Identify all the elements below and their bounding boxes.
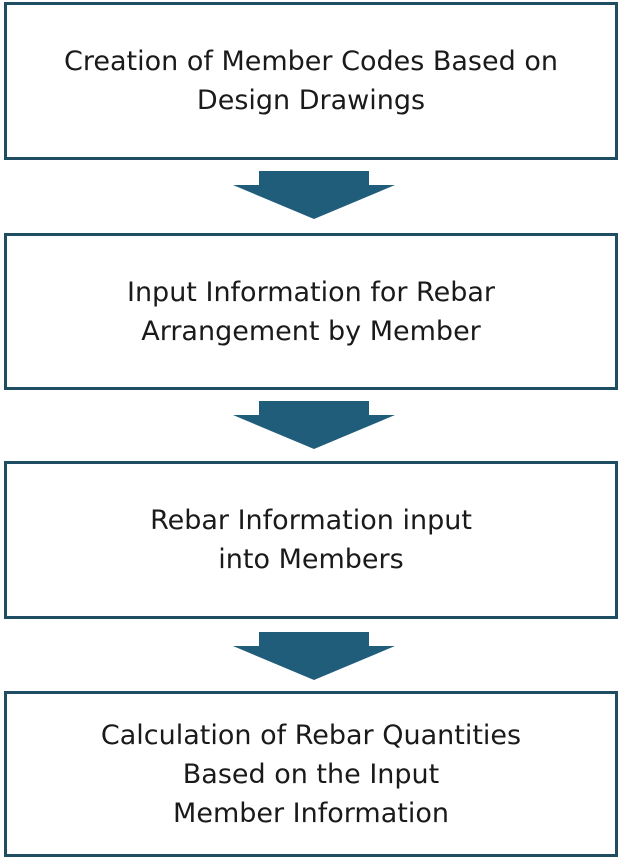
arrow-shape xyxy=(233,171,395,219)
step-4-text: Calculation of Rebar Quantities Based on… xyxy=(100,719,522,829)
down-arrow-icon xyxy=(233,632,395,680)
down-arrow-icon xyxy=(233,401,395,449)
step-box-2: Input Information for Rebar Arrangement … xyxy=(4,233,618,390)
step-1-text: Creation of Member Codes Based on Design… xyxy=(64,46,558,116)
step-box-3: Rebar Information input into Members xyxy=(4,461,618,619)
step-2-text: Input Information for Rebar Arrangement … xyxy=(126,276,496,347)
arrow-shape xyxy=(233,632,395,680)
arrow-shape xyxy=(233,401,395,449)
step-3-text: Rebar Information input into Members xyxy=(150,505,472,575)
step-box-4: Calculation of Rebar Quantities Based on… xyxy=(4,691,618,857)
down-arrow-icon xyxy=(233,171,395,219)
step-box-1: Creation of Member Codes Based on Design… xyxy=(4,2,618,160)
